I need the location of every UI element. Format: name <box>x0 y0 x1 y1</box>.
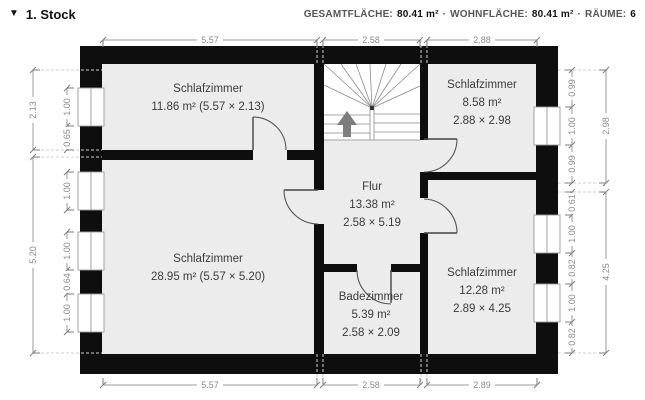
room-area: 28.95 m² (5.57 × 5.20) <box>151 271 265 283</box>
room-size: 2.58 × 2.09 <box>342 327 400 339</box>
room-bedroom-top-left[interactable] <box>102 64 314 150</box>
dimensions-left-outer: 2.13 5.20 <box>28 66 40 357</box>
dim-label: 4.25 <box>601 263 611 281</box>
dim-label: 0.82 <box>567 259 577 277</box>
dim-label: 2.58 <box>362 35 380 45</box>
dim-label: 0.61 <box>567 194 577 212</box>
dimensions-top: 5.57 2.58 2.88 <box>99 35 541 47</box>
dim-label: 0.64 <box>62 273 72 291</box>
stairs-up-arrow-icon <box>337 111 357 137</box>
door-bedroom-bottom-left <box>283 189 319 225</box>
dim-label: 5.57 <box>201 35 219 45</box>
dim-label: 2.89 <box>473 380 491 390</box>
dim-label: 1.00 <box>62 304 72 322</box>
floor-stats: GESAMTFLÄCHE: 80.41 m² · WOHNFLÄCHE: 80.… <box>304 9 636 20</box>
room-size: 2.88 × 2.98 <box>453 115 511 127</box>
room-bedroom-bottom-right[interactable] <box>428 180 536 354</box>
floor-title: 1. Stock <box>25 6 76 22</box>
door-gap <box>357 264 391 272</box>
room-area: 8.58 m² <box>463 97 502 109</box>
dim-label: 5.20 <box>28 246 38 264</box>
dim-label: 0.65 <box>62 129 72 147</box>
dim-label: 1.00 <box>567 117 577 135</box>
stat-value: 6 <box>630 8 636 20</box>
door-bedroom-top-left <box>252 116 287 151</box>
stat-label: WOHNFLÄCHE: <box>450 8 528 20</box>
room-area: 13.38 m² <box>349 199 395 211</box>
room-name: Schlafzimmer <box>447 79 517 91</box>
room-bedroom-top-right[interactable] <box>428 64 536 172</box>
dim-label: 2.58 <box>362 380 380 390</box>
dim-label: 1.00 <box>62 182 72 200</box>
dimensions-right-outer: 2.98 4.25 <box>599 66 611 357</box>
room-size: 2.58 × 5.19 <box>343 217 401 229</box>
dim-label: 2.98 <box>601 117 611 135</box>
staircase <box>323 63 421 141</box>
dim-label: 2.88 <box>473 35 491 45</box>
door-gap <box>420 140 428 172</box>
stat-separator: · <box>442 8 447 20</box>
stat-label: RÄUME: <box>585 8 627 20</box>
dim-label: 1.00 <box>62 242 72 260</box>
room-bedroom-bottom-left[interactable] <box>102 160 314 354</box>
stat-value: 80.41 m² <box>396 8 439 20</box>
stat-value: 80.41 m² <box>531 8 574 20</box>
dimensions-bottom: 5.57 2.58 2.89 <box>99 378 541 390</box>
door-gap <box>314 190 324 224</box>
collapse-triangle-icon: ▼ <box>9 8 19 19</box>
room-areas <box>102 64 536 354</box>
door-bedroom-top-right <box>423 138 458 173</box>
door-gap <box>253 150 287 160</box>
dim-label: 5.57 <box>201 380 219 390</box>
room-name: Schlafzimmer <box>173 253 243 265</box>
room-name: Badezimmer <box>339 291 404 303</box>
floor-header: ▼ 1. Stock GESAMTFLÄCHE: 80.41 m² · WOHN… <box>0 0 645 28</box>
stat-separator: · <box>577 8 582 20</box>
dim-label: 1.00 <box>567 294 577 312</box>
dim-label: 2.13 <box>28 101 38 119</box>
dim-label: 1.00 <box>62 98 72 116</box>
dim-label: 0.99 <box>567 155 577 173</box>
room-name: Schlafzimmer <box>173 83 243 95</box>
room-area: 5.39 m² <box>352 309 391 321</box>
room-name: Flur <box>362 181 382 193</box>
stat-label: GESAMTFLÄCHE: <box>303 8 393 20</box>
room-labels: Schlafzimmer 11.86 m² (5.57 × 2.13) Schl… <box>151 79 517 339</box>
dim-label: 1.00 <box>567 225 577 243</box>
windows <box>77 87 561 333</box>
door-bathroom <box>356 269 392 305</box>
door-gap <box>420 198 428 233</box>
dimensions-right-inner: 0.99 1.00 0.99 0.61 1.00 0.82 1.00 0.82 <box>565 66 577 357</box>
dim-label: 0.99 <box>567 79 577 97</box>
room-area: 11.86 m² (5.57 × 2.13) <box>151 101 264 113</box>
dimensions-left-inner: 1.00 0.65 1.00 1.00 0.64 1.00 <box>62 84 74 336</box>
room-area: 12.28 m² <box>459 285 505 297</box>
dim-label: 0.82 <box>567 328 577 346</box>
room-name: Schlafzimmer <box>447 267 517 279</box>
room-size: 2.89 × 4.25 <box>453 303 511 315</box>
floor-plan-canvas: Schlafzimmer 11.86 m² (5.57 × 2.13) Schl… <box>28 35 611 390</box>
doors <box>252 116 458 305</box>
door-bedroom-bottom-right <box>423 198 458 234</box>
floor-collapse-toggle[interactable]: ▼ 1. Stock <box>9 7 76 22</box>
room-bathroom[interactable] <box>324 272 420 354</box>
